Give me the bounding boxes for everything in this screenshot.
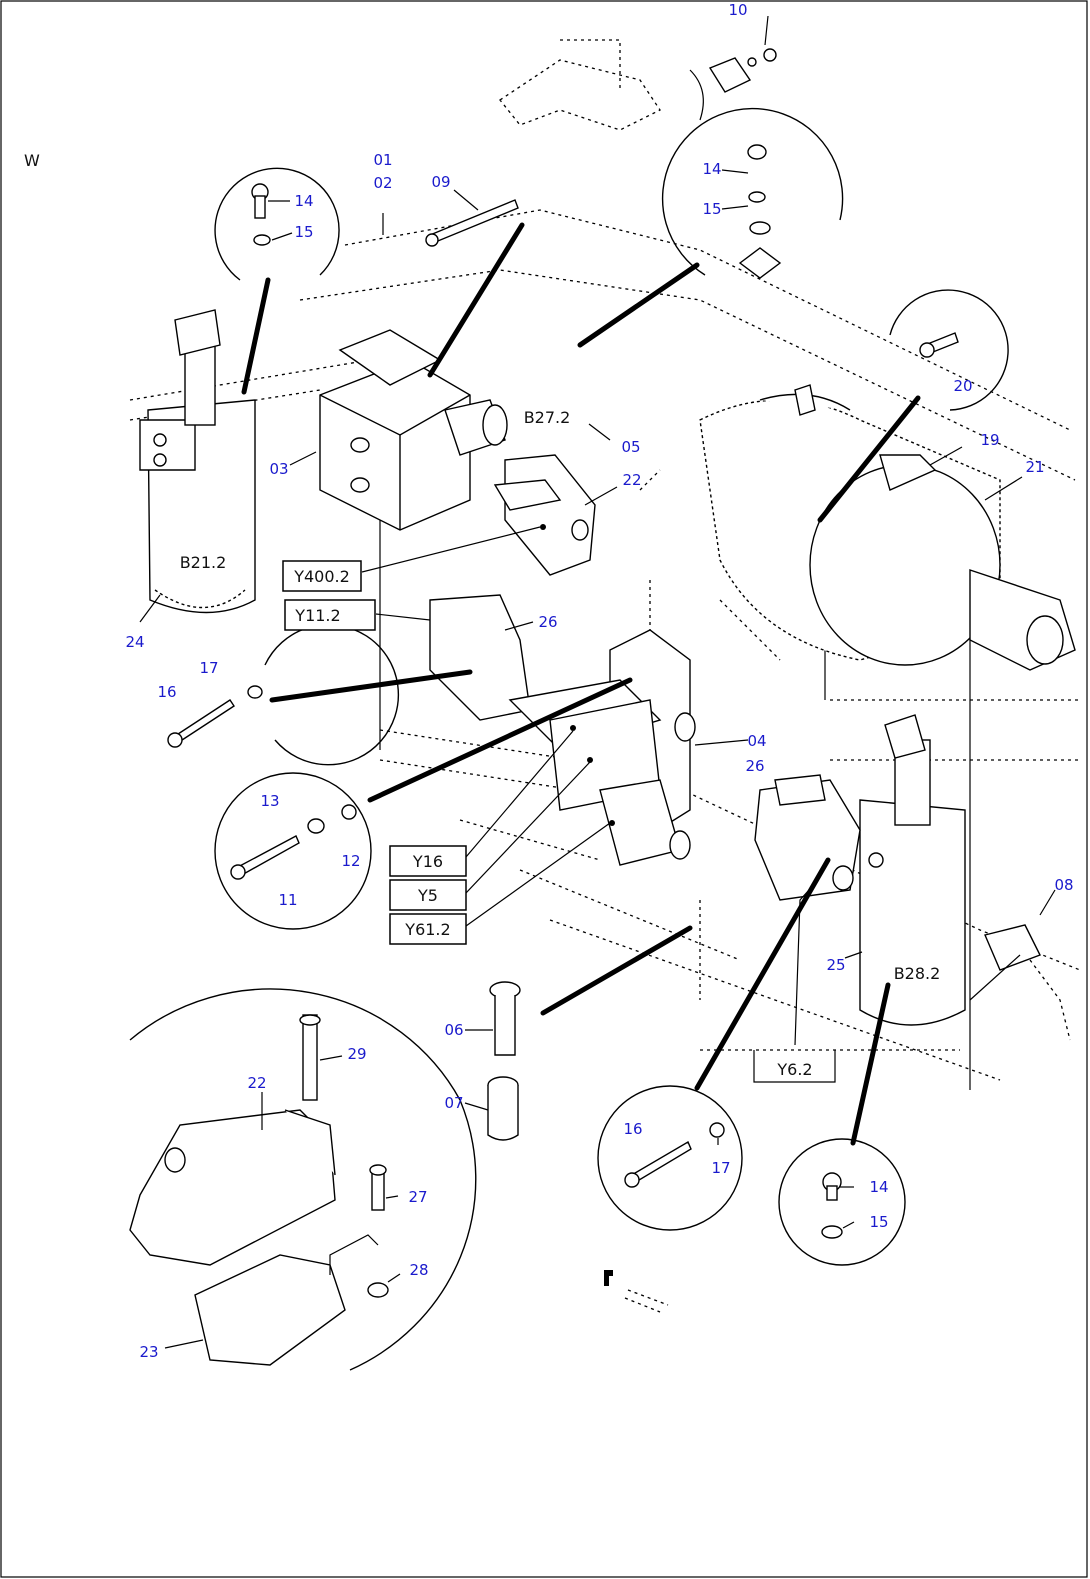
detail-circle-solenoid (129, 988, 477, 1371)
callout-02: 02 (373, 174, 392, 192)
bushing-07 (487, 1076, 519, 1141)
callout-19: 19 (980, 431, 999, 449)
callout-14: 14 (869, 1178, 888, 1196)
solenoid-valve-22 (493, 454, 596, 576)
callout-15: 15 (294, 223, 313, 241)
callout-23: 23 (139, 1343, 158, 1361)
corner-mark: W (24, 151, 40, 170)
callout-26: 26 (745, 757, 764, 775)
callout-16: 16 (157, 683, 176, 701)
detail-circle-14-15-bottom (778, 1138, 906, 1266)
valve-block-03 (319, 329, 508, 531)
detail-circle-11-12-13 (214, 772, 372, 930)
thick-leaders (241, 222, 921, 1146)
direction-arrow (604, 1270, 669, 1313)
callout-10: 10 (728, 1, 747, 19)
label-y6-2: Y6.2 (776, 1060, 812, 1079)
callout-22: 22 (247, 1074, 266, 1092)
detail-circle-top-left (214, 167, 340, 281)
label-b21-2: B21.2 (180, 553, 227, 572)
valve-26-right (754, 774, 861, 901)
callout-01: 01 (373, 151, 392, 169)
callout-09: 09 (431, 173, 450, 191)
boxed-label-y16: Y16 (389, 845, 467, 877)
callout-21: 21 (1025, 458, 1044, 476)
callout-25: 25 (826, 956, 845, 974)
valve-block-04 (429, 594, 696, 866)
filter-housing-b28-2 (859, 714, 966, 1026)
detail-circle-20 (889, 289, 1009, 411)
callout-17: 17 (711, 1159, 730, 1177)
callout-22: 22 (622, 471, 641, 489)
callout-24: 24 (125, 633, 144, 651)
label-y16: Y16 (412, 852, 443, 871)
callout-15: 15 (869, 1213, 888, 1231)
callout-05: 05 (621, 438, 640, 456)
boxed-label-y6-2: Y6.2 (753, 1050, 836, 1083)
pin-06 (489, 981, 521, 1056)
callout-26: 26 (538, 613, 557, 631)
cover-10 (689, 48, 777, 121)
callout-07: 07 (444, 1094, 463, 1112)
boxed-label-y11-2: Y11.2 (284, 599, 376, 631)
callout-11: 11 (278, 891, 297, 909)
callout-03: 03 (269, 460, 288, 478)
callout-12: 12 (341, 852, 360, 870)
fitting-08 (969, 924, 1041, 1001)
filter-housing-b21-2 (139, 309, 256, 614)
boxed-label-y5: Y5 (389, 879, 467, 911)
label-y5: Y5 (417, 886, 438, 905)
callout-20: 20 (953, 377, 972, 395)
boxed-label-y61-2: Y61.2 (389, 913, 467, 945)
callout-13: 13 (260, 792, 279, 810)
callout-14: 14 (702, 160, 721, 178)
detail-circle-top-right (661, 107, 844, 279)
label-b27-2: B27.2 (524, 408, 571, 427)
callout-27: 27 (408, 1188, 427, 1206)
thin-leaders (139, 15, 1056, 1349)
label-y61-2: Y61.2 (404, 920, 450, 939)
bolt-09 (425, 199, 519, 247)
callout-numbers: 01 02 03 04 05 06 07 08 09 10 11 12 13 1… (125, 1, 1073, 1361)
label-y400-2: Y400.2 (293, 567, 350, 586)
callout-15: 15 (702, 200, 721, 218)
label-y11-2: Y11.2 (294, 606, 340, 625)
callout-16: 16 (623, 1120, 642, 1138)
callout-08: 08 (1054, 876, 1073, 894)
boxed-label-y400-2: Y400.2 (282, 560, 362, 592)
axle-housing-21 (699, 384, 1076, 671)
callout-29: 29 (347, 1045, 366, 1063)
callout-17: 17 (199, 659, 218, 677)
callout-06: 06 (444, 1021, 463, 1039)
callout-14: 14 (294, 192, 313, 210)
detail-circle-16-17-left (167, 624, 400, 766)
detail-circle-16-17-bottom (597, 1085, 743, 1231)
callout-28: 28 (409, 1261, 428, 1279)
callout-04: 04 (747, 732, 766, 750)
label-b28-2: B28.2 (894, 964, 941, 983)
